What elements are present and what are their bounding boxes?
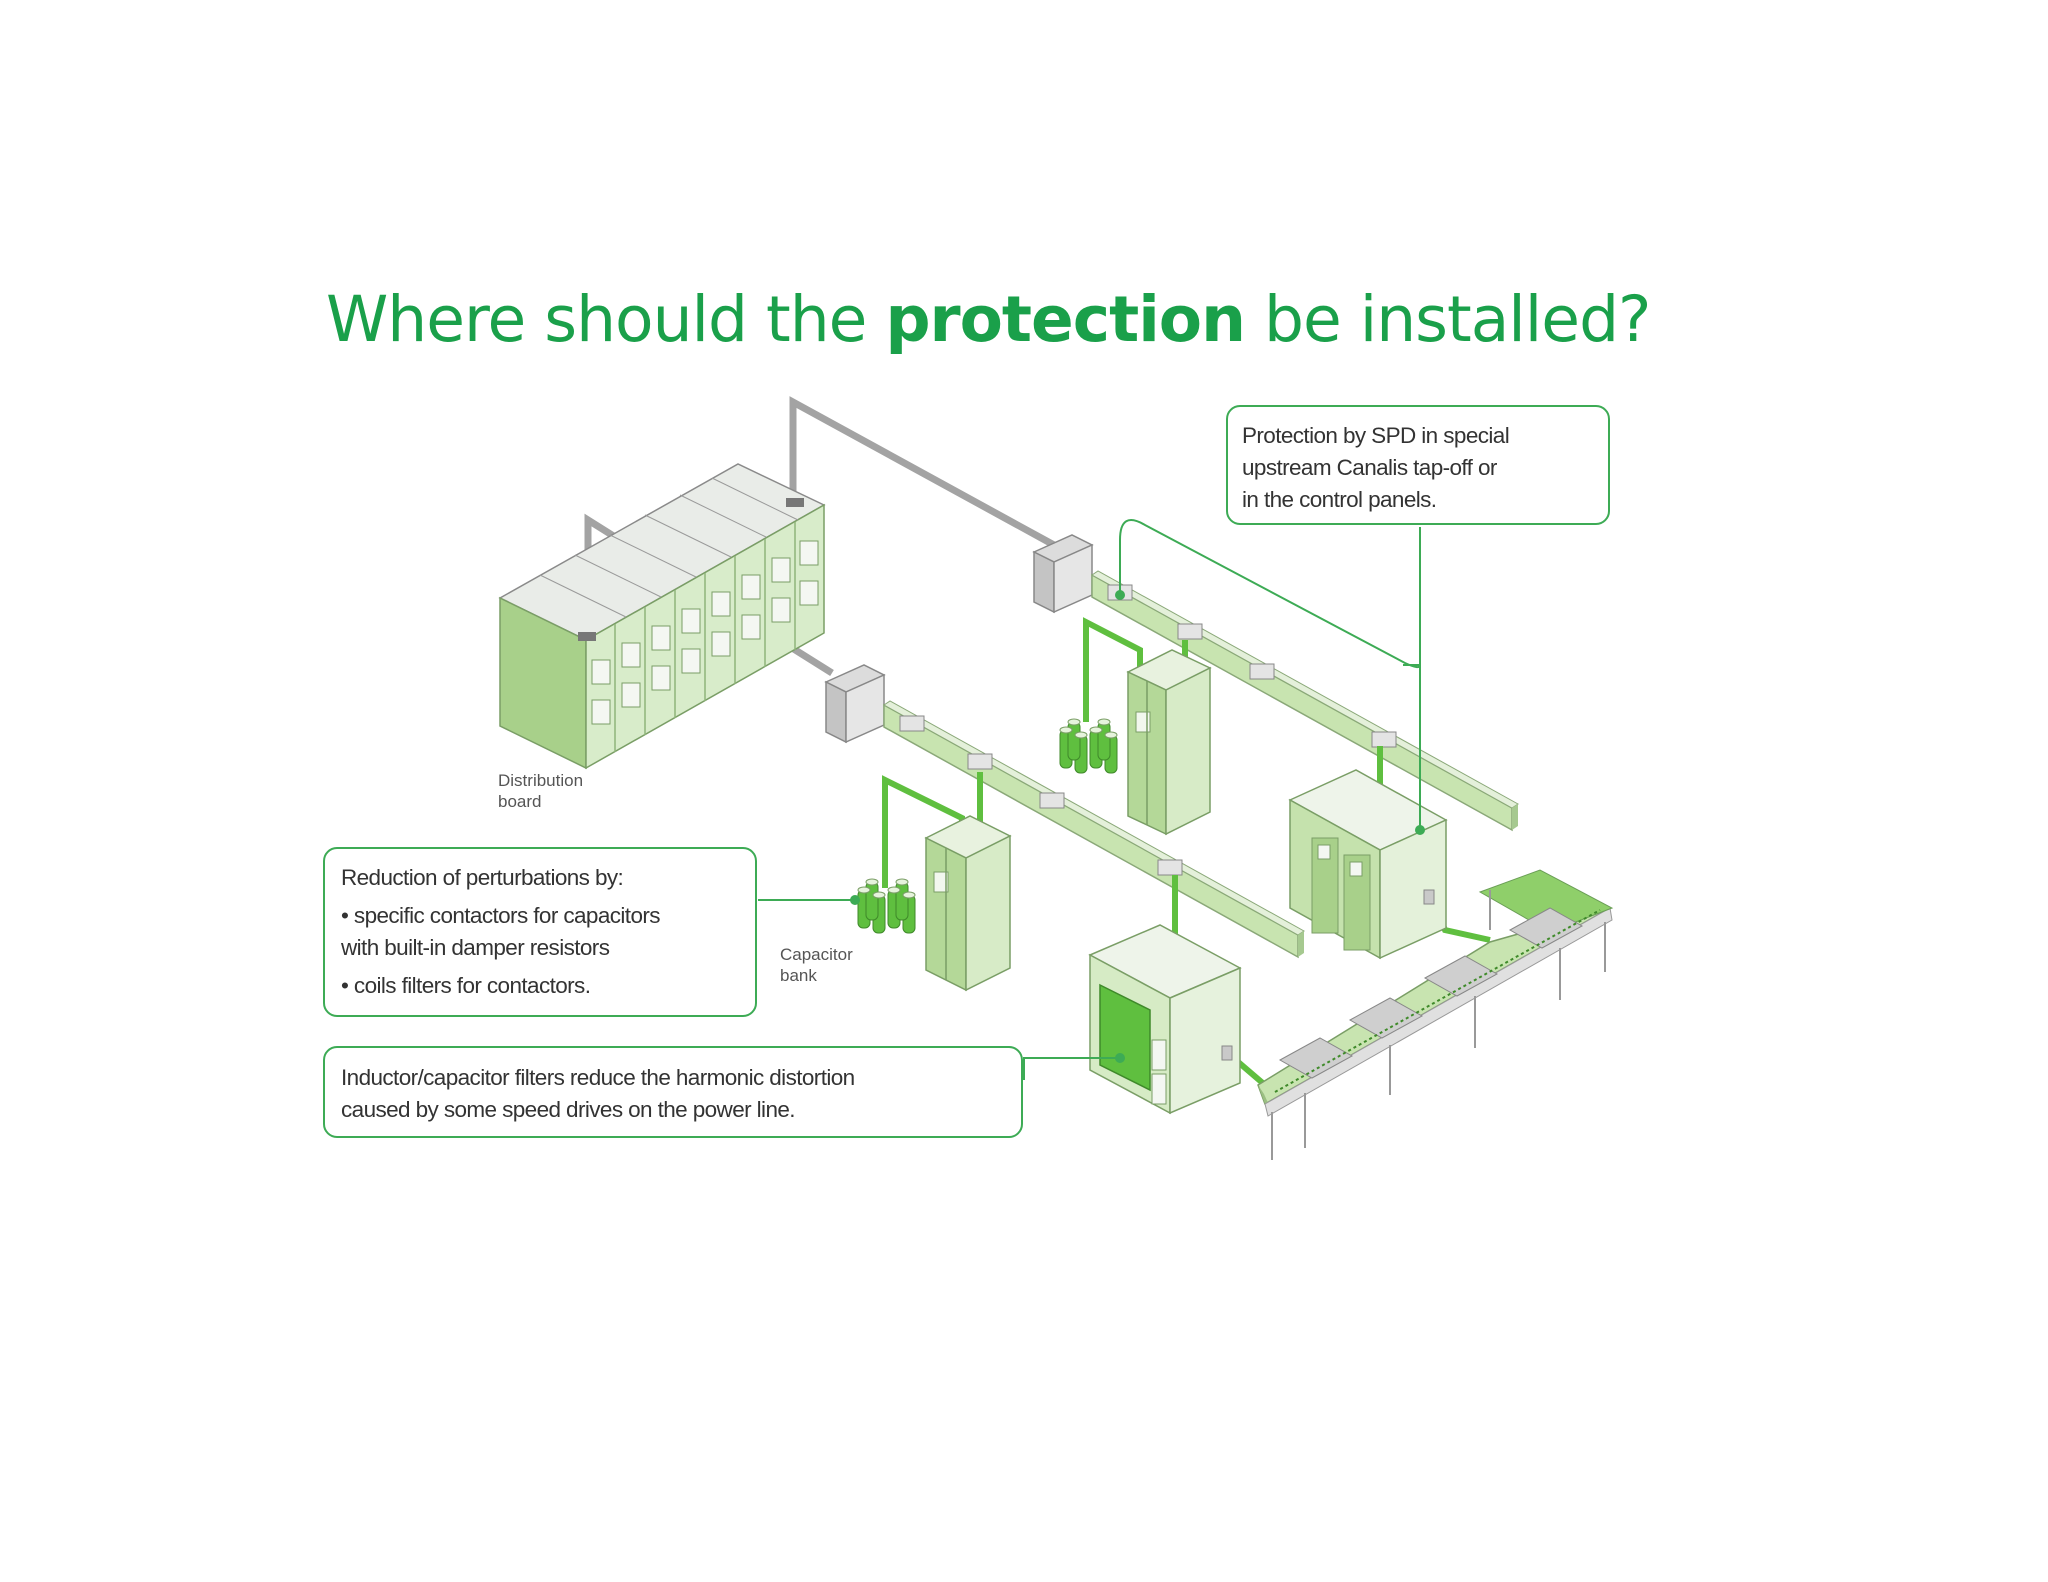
filters-callout: Inductor/capacitor filters reduce the ha… xyxy=(323,1046,1023,1138)
spd-leader-line xyxy=(1403,527,1421,666)
capacitor-cylinders-lower xyxy=(857,878,916,934)
cable-cap-upper xyxy=(1083,617,1143,722)
capacitor-bank-cabinet-upper xyxy=(1126,649,1212,836)
capacitor-bank-label: Capacitor bank xyxy=(780,945,853,985)
distribution-board-label: Distribution board xyxy=(498,771,584,811)
distribution-board xyxy=(498,463,826,770)
page-title: Where should the protection be installed… xyxy=(326,283,1651,356)
filters-leader-line xyxy=(1023,1057,1120,1080)
feeder-cable-top xyxy=(789,396,1056,549)
drive-cabinet xyxy=(1088,924,1242,1115)
junction-box-upper xyxy=(1032,534,1094,614)
control-panel xyxy=(1288,769,1448,960)
busbar-lower xyxy=(883,700,1305,959)
junction-box-lower xyxy=(824,664,886,744)
spd-callout: Protection by SPD in special upstream Ca… xyxy=(1226,405,1610,525)
perturbations-callout: Reduction of perturbations by: • specifi… xyxy=(323,847,757,1017)
capacitor-cylinders-upper xyxy=(1059,718,1118,774)
spd-leader-busbar xyxy=(1119,519,1421,669)
conveyor xyxy=(1257,869,1614,1160)
capacitor-bank-cabinet-lower xyxy=(924,815,1012,992)
